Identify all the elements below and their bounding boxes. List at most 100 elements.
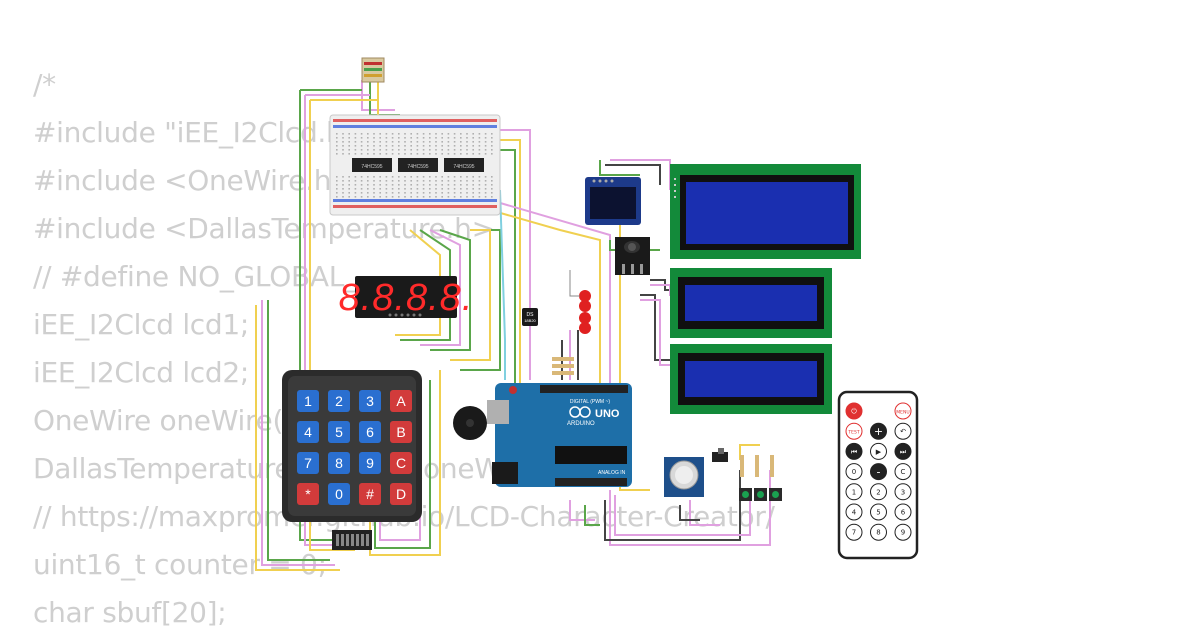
remote-button-label: 2 (876, 488, 880, 496)
keypad-key-label: C (396, 455, 406, 471)
red-leds (569, 270, 591, 334)
remote-button-label: 7 (852, 529, 856, 537)
remote-button-label: ⏭ (900, 448, 907, 456)
remote-button-label: 8 (876, 529, 880, 537)
pull-resistors (740, 455, 774, 477)
keypad-key[interactable]: A (390, 390, 412, 412)
header-connector-top (361, 57, 385, 83)
remote-button-label: TEST (847, 430, 859, 436)
keypad-key[interactable]: B (390, 421, 412, 443)
keypad-key-label: D (396, 486, 406, 502)
ds18b20-sensor: DS 18B20 (522, 308, 538, 326)
keypad-key[interactable]: 7 (297, 452, 319, 474)
remote-button-label: ↶ (900, 428, 906, 436)
breadboard-holes (336, 133, 493, 198)
remote-button-label: 5 (876, 509, 880, 517)
keypad-key-label: 8 (335, 455, 343, 471)
remote-button[interactable]: + (870, 422, 887, 440)
remote-button-label: ⏻ (851, 408, 857, 416)
keypad-key[interactable]: 0 (328, 483, 350, 505)
keypad-key[interactable]: 9 (359, 452, 381, 474)
remote-button[interactable]: - (870, 463, 887, 481)
power-icon[interactable]: ⏻ (845, 402, 863, 420)
remote-button[interactable]: 2 (870, 483, 887, 501)
resistor-array (552, 357, 574, 375)
remote-button[interactable]: 1 (845, 483, 863, 501)
sensor-name: DS (527, 312, 535, 318)
remote-button-label: ⏮ (851, 448, 857, 456)
potentiometer (664, 457, 704, 497)
arduino-uno: DIGITAL (PWM ~) UNO ARDUINO ANALOG IN (487, 383, 632, 487)
remote-button[interactable]: C (894, 463, 912, 481)
oled-display (585, 177, 641, 225)
keypad-key-label: * (305, 486, 311, 502)
remote-button[interactable]: 5 (870, 503, 887, 521)
arduino-model: UNO (595, 408, 620, 420)
keypad-key-label: A (396, 393, 406, 409)
breadboard: 74HC595 74HC595 74HC595 (329, 114, 501, 216)
remote-button[interactable]: TEST (845, 422, 863, 440)
keypad-key[interactable]: 8 (328, 452, 350, 474)
keypad-key[interactable]: 4 (297, 421, 319, 443)
arduino-digital-label: DIGITAL (PWM ~) (570, 399, 610, 405)
seven-segment-display: 8.8.8.8. (339, 276, 474, 319)
remote-button[interactable]: 0 (845, 463, 863, 481)
remote-button-label: C (901, 468, 906, 476)
keypad-key-label: 5 (335, 424, 343, 440)
keypad-key-label: 9 (366, 455, 374, 471)
lcd-1602-bottom (670, 344, 832, 414)
code-line: #include "iEE_I2Clcd.h" (33, 116, 357, 149)
remote-button[interactable]: 6 (894, 503, 912, 521)
ir-receiver-module (615, 237, 650, 275)
lcd-1602-top (670, 268, 832, 338)
remote-button-label: MENU (896, 410, 909, 416)
push-buttons (739, 488, 782, 501)
keypad-key[interactable]: 3 (359, 390, 381, 412)
remote-button-label: - (877, 466, 881, 479)
code-line: iEE_I2Clcd lcd1; (33, 308, 250, 341)
arduino-analog-label: ANALOG IN (598, 470, 626, 476)
remote-button-label: 6 (901, 509, 906, 517)
keypad-key-label: 2 (335, 393, 343, 409)
remote-button-label: 4 (852, 509, 857, 517)
keypad-key-label: B (396, 424, 405, 440)
remote-button-label: + (874, 425, 883, 438)
keypad-key-label: 7 (304, 455, 312, 471)
keypad-key[interactable]: # (359, 483, 381, 505)
keypad-key-label: # (366, 486, 374, 502)
remote-button-label: 3 (901, 488, 905, 496)
keypad-key-label: 3 (366, 393, 374, 409)
play-icon[interactable]: ▶ (870, 442, 887, 460)
fast-forward-icon[interactable]: ⏭ (894, 442, 912, 460)
back-arrow-icon[interactable]: ↶ (894, 422, 912, 440)
code-line: /* (33, 68, 56, 101)
keypad-key-label: 6 (366, 424, 374, 440)
seven-segment-digits: 8.8.8.8. (339, 277, 474, 319)
code-line: // #define NO_GLOBAL_... (33, 260, 384, 293)
remote-button[interactable]: 7 (845, 523, 863, 541)
ir-remote: ⏻ MENU TEST + ↶ ⏮ ▶ ⏭ 0 - C 1 2 3 4 5 6 7 8 9 (837, 390, 919, 560)
keypad-key[interactable]: * (297, 483, 319, 505)
remote-button[interactable]: 3 (894, 483, 912, 501)
code-line: char sbuf[20]; (33, 596, 227, 629)
code-line: iEE_I2Clcd lcd2; (33, 356, 250, 389)
remote-button[interactable]: 9 (894, 523, 912, 541)
keypad-key[interactable]: D (390, 483, 412, 505)
remote-button[interactable]: 8 (870, 523, 887, 541)
keypad-key[interactable]: 2 (328, 390, 350, 412)
rewind-icon[interactable]: ⏮ (845, 442, 863, 460)
code-line: #include <OneWire.h> (33, 164, 355, 197)
keypad-key[interactable]: 1 (297, 390, 319, 412)
keypad-key[interactable]: 6 (359, 421, 381, 443)
remote-button[interactable]: MENU (894, 402, 912, 420)
remote-button-label: ▶ (876, 448, 882, 456)
remote-button[interactable]: 4 (845, 503, 863, 521)
arduino-brand: ARDUINO (567, 421, 595, 427)
shift-register-label: 74HC595 (361, 164, 382, 170)
sensor-part: 18B20 (524, 318, 536, 323)
keypad-key[interactable]: C (390, 452, 412, 474)
keypad-key[interactable]: 5 (328, 421, 350, 443)
shift-register-label: 74HC595 (453, 164, 474, 170)
